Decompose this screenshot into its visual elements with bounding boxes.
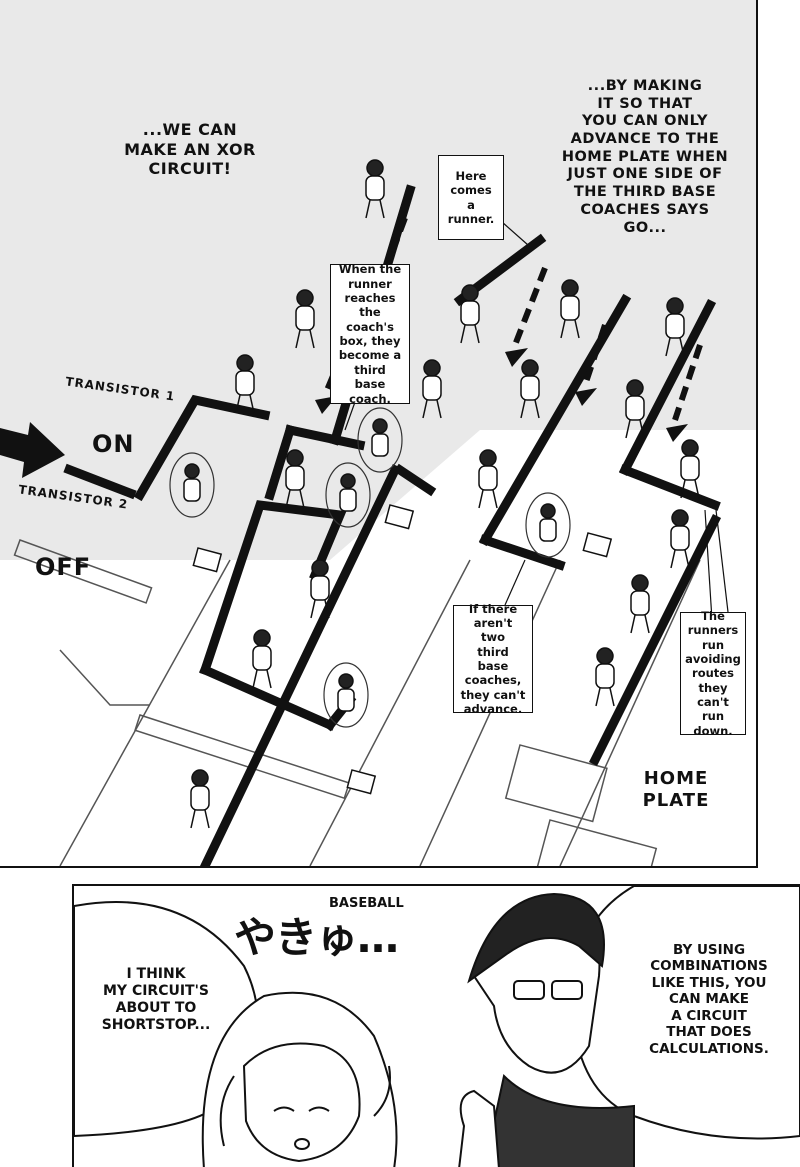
boy-character bbox=[458, 892, 635, 1167]
coach-figures bbox=[169, 407, 571, 728]
sfx-yakyu: やきゅ… bbox=[234, 913, 399, 962]
runner-figures bbox=[190, 159, 700, 829]
sfx-gloss-baseball: BASEBALL bbox=[329, 896, 404, 911]
narration-home-plate-condition: ...BY MAKING IT SO THAT YOU CAN ONLY ADV… bbox=[561, 78, 729, 236]
character-art bbox=[74, 886, 800, 1167]
input-arrow-icon bbox=[0, 422, 65, 478]
narration-xor-circuit: ...WE CAN MAKE AN XOR CIRCUIT! bbox=[124, 120, 256, 179]
transistor-2-state: OFF bbox=[35, 553, 92, 581]
caption-two-coaches: If there aren't two third base coaches, … bbox=[453, 602, 533, 716]
bottom-panel-conversation: やきゅ… BASEBALL I THINK MY CIRCUIT'S ABOUT… bbox=[72, 884, 800, 1167]
home-plate-label: HOME PLATE bbox=[642, 768, 710, 811]
speech-girl-shortstop: I THINK MY CIRCUIT'S ABOUT TO SHORTSTOP.… bbox=[101, 966, 211, 1034]
speech-boy-calculations: BY USING COMBINATIONS LIKE THIS, YOU CAN… bbox=[649, 942, 769, 1057]
top-panel-xor-circuit: ...WE CAN MAKE AN XOR CIRCUIT! ...BY MAK… bbox=[0, 0, 758, 868]
caption-coach-box: When the runner reaches the coach's box,… bbox=[330, 262, 410, 406]
caption-here-comes-runner: Here comes a runner. bbox=[438, 155, 504, 240]
transistor-1-state: ON bbox=[92, 430, 135, 458]
girl-character bbox=[201, 991, 398, 1167]
caption-runner-routes: The runners run avoiding routes they can… bbox=[680, 609, 746, 738]
